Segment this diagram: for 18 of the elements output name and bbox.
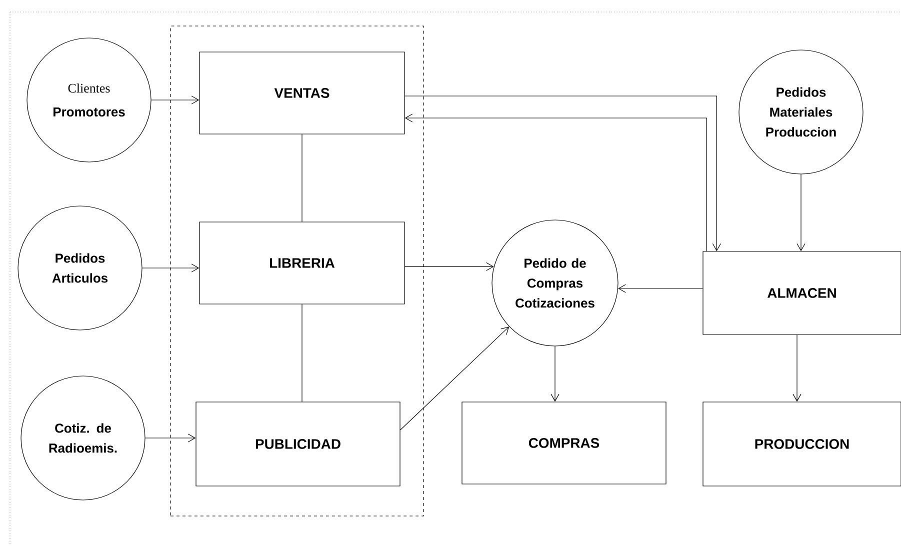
group-boundary bbox=[170, 26, 424, 516]
arrow bbox=[404, 114, 707, 252]
arrow bbox=[404, 262, 494, 271]
process-box: PUBLICIDAD bbox=[196, 402, 400, 486]
arrow bbox=[145, 434, 196, 442]
arrow bbox=[792, 334, 802, 402]
arrow bbox=[404, 96, 721, 252]
process-box: PRODUCCION bbox=[702, 402, 901, 486]
process-box: ALMACEN bbox=[702, 251, 901, 335]
arrow bbox=[151, 96, 200, 104]
process-box: LIBRERIA bbox=[199, 222, 405, 304]
arrow bbox=[400, 326, 510, 430]
arrow bbox=[796, 174, 806, 252]
arrow bbox=[550, 346, 560, 402]
arrow bbox=[142, 264, 200, 272]
process-box: COMPRAS bbox=[462, 402, 666, 484]
process-box: VENTAS bbox=[199, 52, 405, 134]
arrow bbox=[618, 284, 703, 293]
